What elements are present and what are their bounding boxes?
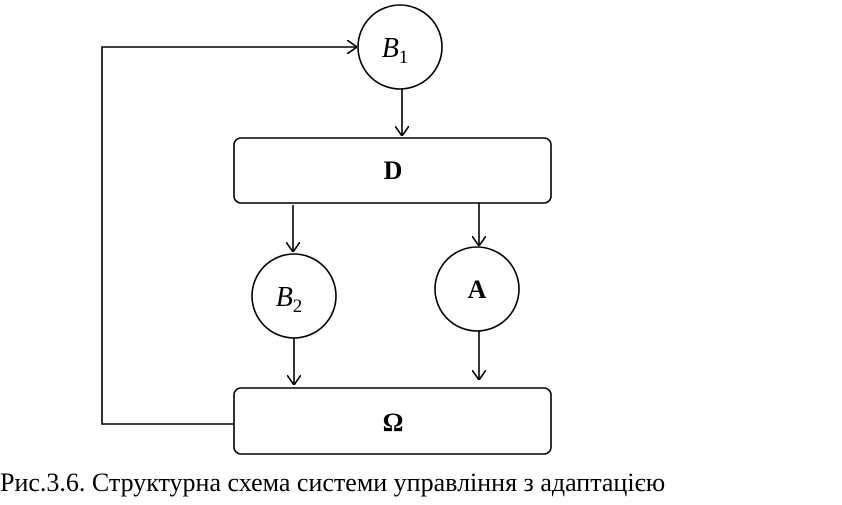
figure-caption: Рис.3.6. Структурна схема системи управл… — [0, 468, 666, 497]
node-b1-main: B — [382, 33, 399, 64]
node-omega: Ω — [233, 387, 552, 455]
svg-text:B1: B1 — [382, 33, 409, 68]
node-b1-sub: 1 — [399, 47, 409, 68]
node-d: D — [233, 137, 552, 204]
node-b2: B2 — [251, 253, 337, 339]
node-b1: B1 — [357, 4, 443, 90]
feedback-line — [101, 47, 357, 425]
node-a: A — [434, 246, 520, 332]
node-d-label: D — [384, 156, 403, 185]
structure-diagram: B1 D B2 A Ω — [101, 4, 552, 455]
node-a-label: A — [468, 275, 487, 304]
node-b2-main: B — [276, 282, 293, 313]
node-omega-label: Ω — [383, 408, 404, 437]
svg-text:B2: B2 — [276, 282, 303, 317]
node-b2-sub: 2 — [293, 296, 303, 317]
